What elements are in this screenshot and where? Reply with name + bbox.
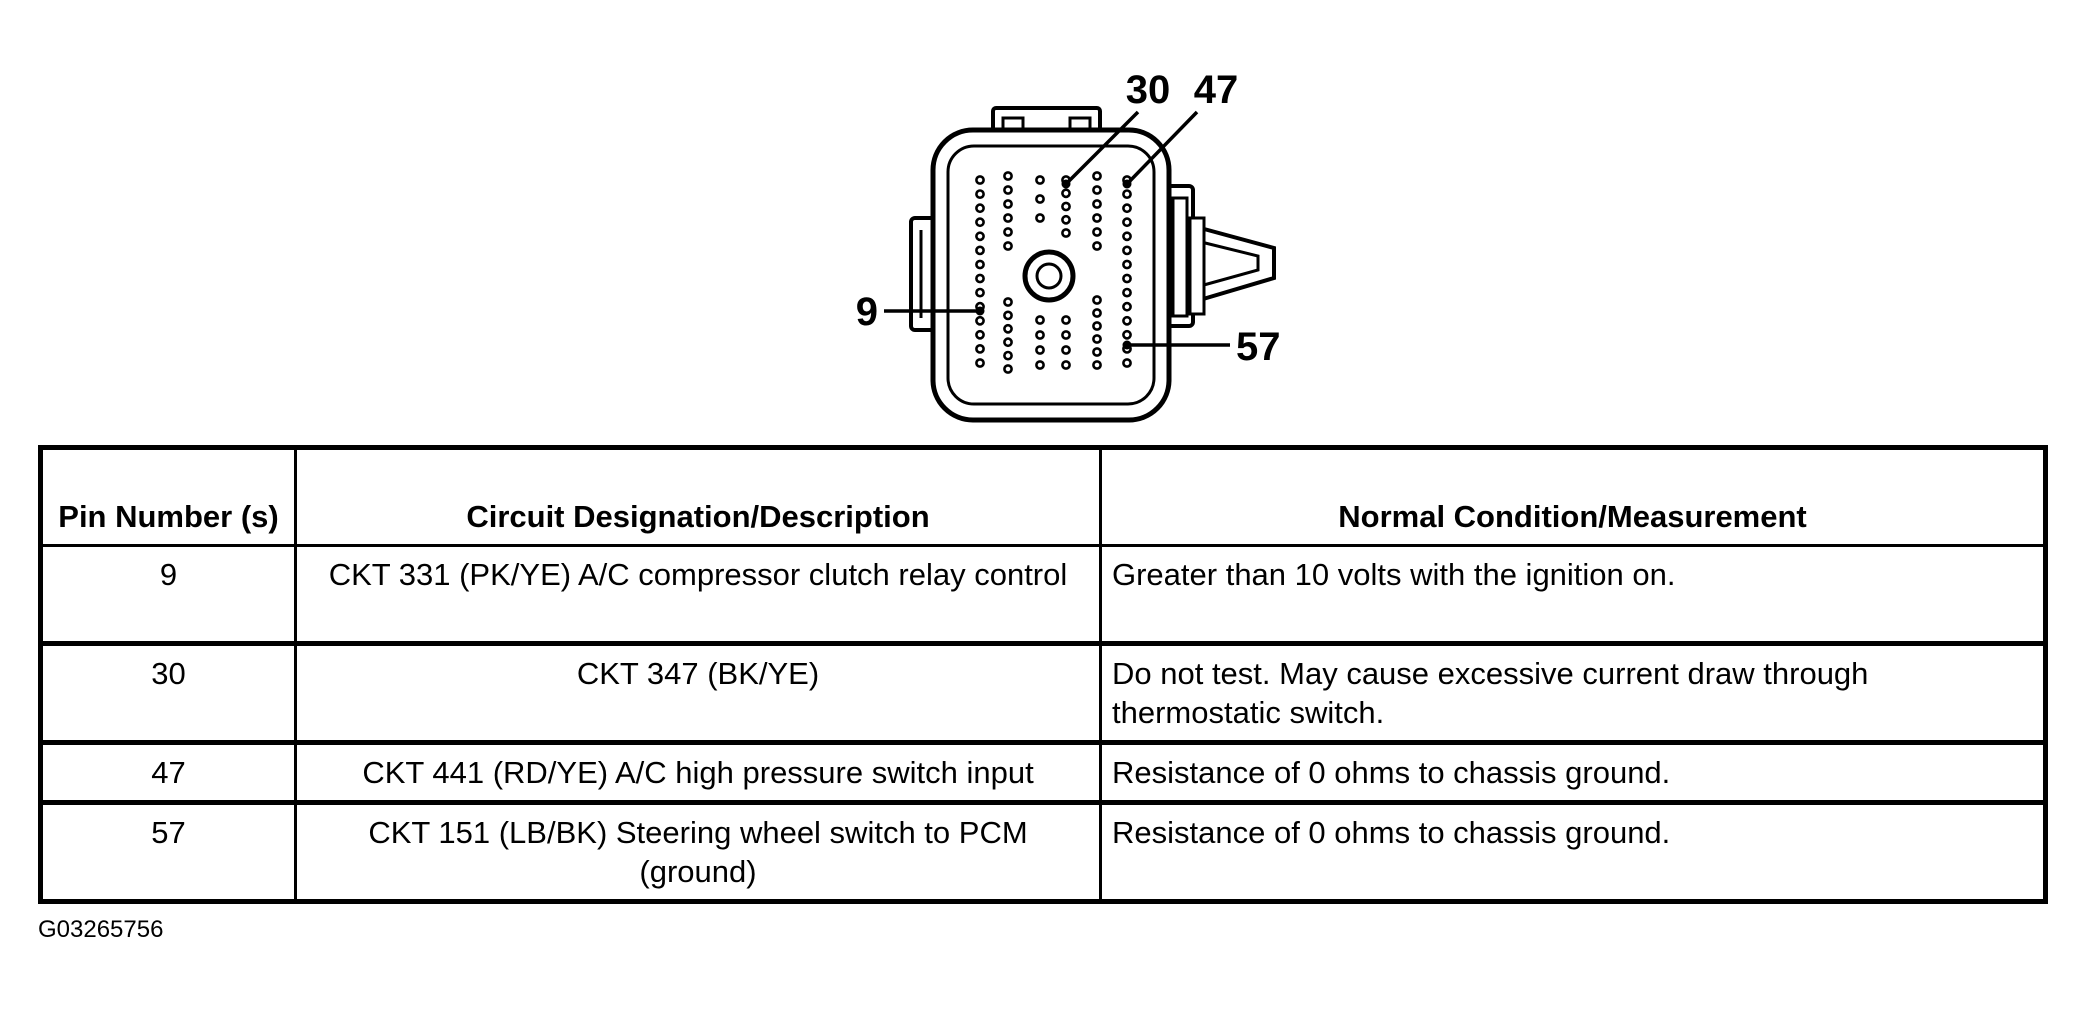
cell-pin: 57 [39, 800, 297, 903]
pin-callout-57: 57 [1236, 325, 1281, 369]
cell-circuit: CKT 347 (BK/YE) [294, 641, 1102, 744]
pin-cavity [1003, 297, 1013, 307]
pin-cavity [1035, 213, 1045, 223]
pin-cavity [1061, 228, 1071, 238]
pin-cavity [975, 217, 985, 228]
figure-id: G03265756 [38, 916, 164, 943]
pin-cavity [1003, 199, 1013, 209]
pin-cavity [975, 245, 985, 256]
pin-callout-30: 30 [1126, 68, 1171, 112]
table-row: 57 CKT 151 (LB/BK) Steering wheel switch… [39, 800, 2047, 903]
pin-cavity [1061, 360, 1071, 370]
pin-cavity [1122, 203, 1132, 214]
cell-measurement: Resistance of 0 ohms to chassis ground. [1099, 740, 2047, 804]
pin-cavity [1035, 194, 1045, 204]
pin-cavity [1003, 310, 1013, 321]
pin-cavity [1122, 273, 1132, 284]
pin-cavity [1003, 350, 1013, 361]
cell-pin: 47 [39, 740, 297, 804]
cell-measurement: Resistance of 0 ohms to chassis ground. [1099, 800, 2047, 903]
pin-cavity [1061, 315, 1071, 325]
pin-cavity [1122, 259, 1132, 270]
pin-cavity [1092, 199, 1102, 209]
pin-cavity [1122, 231, 1132, 242]
pin-cavity [1092, 334, 1102, 344]
cell-circuit: CKT 441 (RD/YE) A/C high pressure switch… [294, 740, 1102, 804]
cell-circuit: CKT 151 (LB/BK) Steering wheel switch to… [294, 800, 1102, 903]
pin-cavity [1122, 287, 1132, 298]
pin-cavity [1003, 171, 1013, 181]
pin-cavity [1092, 213, 1102, 223]
pin-table: Pin Number (s) Circuit Designation/Descr… [38, 445, 2048, 904]
pin-cavity [1092, 171, 1102, 181]
pin-cavity [1061, 214, 1071, 225]
pin-cavity [1061, 188, 1071, 199]
connector-right-lever [1161, 184, 1276, 328]
callout-dots [975, 179, 1132, 350]
pin-cavity [975, 203, 985, 214]
cell-pin: 30 [39, 641, 297, 744]
pin-cavity [1092, 185, 1102, 195]
center-bolt [1022, 249, 1076, 303]
pin-cavity [975, 329, 985, 340]
pin-cavity [1003, 213, 1013, 223]
pin-cavity [1092, 295, 1102, 305]
header-circuit: Circuit Designation/Description [294, 446, 1102, 547]
cell-pin: 9 [39, 544, 297, 645]
cell-measurement: Greater than 10 volts with the ignition … [1099, 544, 2047, 645]
pin-cavity [1061, 201, 1071, 212]
pin-callout-47: 47 [1194, 68, 1239, 112]
pin-cavity [1035, 345, 1045, 355]
pin-cavity [1092, 227, 1102, 237]
pin-cavity [1003, 227, 1013, 237]
pin-callout-9: 9 [856, 290, 878, 334]
pin-cavity [1003, 364, 1013, 374]
pin-cavity [975, 175, 985, 185]
pin-cavity [1092, 360, 1102, 370]
pin-cavity [1003, 337, 1013, 348]
table-row: 47 CKT 441 (RD/YE) A/C high pressure swi… [39, 740, 2047, 804]
pin-cavity [975, 259, 985, 270]
pin-cavity [975, 287, 985, 298]
pin-cavity [1035, 175, 1045, 185]
connector-body-inner [946, 144, 1156, 406]
pin-cavity [975, 231, 985, 242]
pin-cavity [1035, 330, 1045, 340]
pin-cavity [975, 273, 985, 284]
pin-cavity [975, 315, 985, 326]
cell-measurement: Do not test. May cause excessive current… [1099, 641, 2047, 744]
cell-circuit: CKT 331 (PK/YE) A/C compressor clutch re… [294, 544, 1102, 645]
pin-cavity [1035, 315, 1045, 325]
pin-cavity [975, 189, 985, 199]
pin-cavity [1122, 217, 1132, 228]
table-header-row: Pin Number (s) Circuit Designation/Descr… [39, 446, 2047, 547]
pin-cavity [1092, 308, 1102, 318]
pin-cavity [1092, 241, 1102, 251]
header-pin-number: Pin Number (s) [39, 446, 297, 547]
pin-cavity [1122, 315, 1132, 326]
pin-cavity [1122, 358, 1132, 368]
pin-cavity [1122, 189, 1132, 199]
pin-cavity [1092, 321, 1102, 331]
connector-diagram: 9 30 47 57 [856, 68, 1281, 423]
pin-cavity [975, 343, 985, 354]
pin-cavity [1003, 323, 1013, 334]
callout-leaders [884, 110, 1230, 347]
pin-cavity [1061, 345, 1071, 355]
pin-cavity [1003, 185, 1013, 195]
pin-cavity [975, 358, 985, 368]
table-row: 30 CKT 347 (BK/YE) Do not test. May caus… [39, 641, 2047, 744]
pin-cavity [1092, 347, 1102, 357]
pin-cavity [1035, 360, 1045, 370]
pin-cavity [1122, 245, 1132, 256]
pin-cavity [1003, 241, 1013, 251]
pin-cavity [1122, 329, 1132, 340]
table-row: 9 CKT 331 (PK/YE) A/C compressor clutch … [39, 544, 2047, 645]
header-measurement: Normal Condition/Measurement [1099, 446, 2047, 547]
pin-cavity [1061, 330, 1071, 340]
pin-cavity [1122, 301, 1132, 312]
